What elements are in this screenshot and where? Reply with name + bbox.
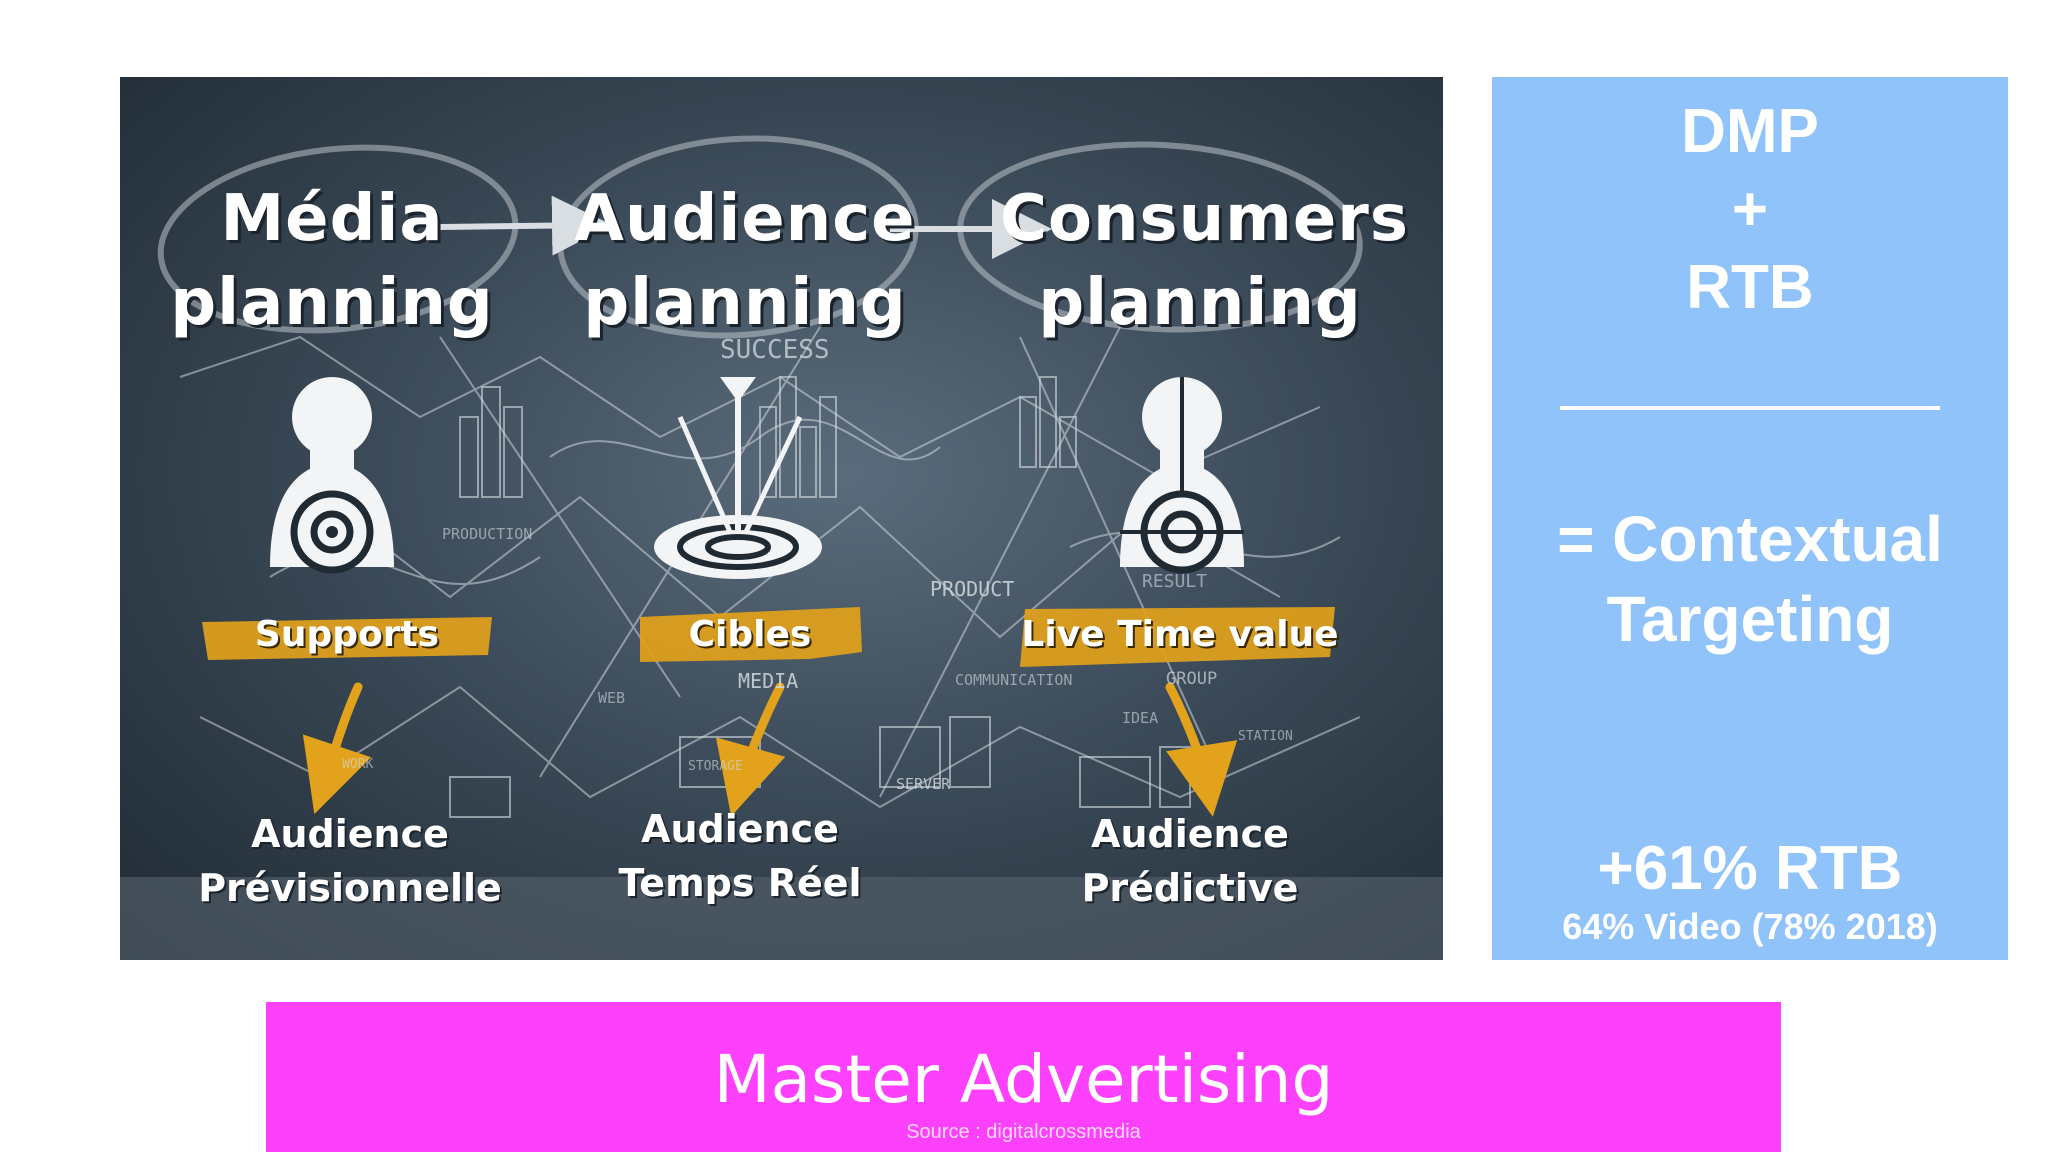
banner-source: Source : digitalcrossmedia xyxy=(906,1121,1141,1143)
dmp-rtb-panel: DMP + RTB = Contextual Targeting +61% RT… xyxy=(1492,77,2008,960)
panel-divider xyxy=(1560,406,1940,410)
sketch-word: WEB xyxy=(598,689,626,707)
panel-plus: + xyxy=(1731,175,1769,244)
sketch-word: SUCCESS xyxy=(720,335,830,365)
panel-stat-video: 64% Video (78% 2018) xyxy=(1562,906,1938,947)
stage-title-line1: Audience xyxy=(574,182,916,256)
master-advertising-banner: Master Advertising Source : digitalcross… xyxy=(266,1002,1781,1152)
result-line2: Prédictive xyxy=(1081,866,1299,910)
stage-consumers-planning: Consumers planning xyxy=(1000,177,1409,345)
sketch-word: PRODUCT xyxy=(930,577,1015,601)
sketch-word: STORAGE xyxy=(688,759,743,774)
person-target-icon xyxy=(270,377,394,567)
sketch-background xyxy=(120,135,1443,960)
stage-title-line2: planning xyxy=(170,266,494,340)
panel-dmp: DMP xyxy=(1681,97,1819,166)
tag-live-time-value: Live Time value xyxy=(1021,614,1339,655)
sketch-word: MEDIA xyxy=(738,669,799,693)
result-audience-temps-reel: Audience Temps Réel xyxy=(580,802,900,910)
stage-title-line1: Consumers xyxy=(1000,182,1409,256)
stage-title-line1: Média xyxy=(220,182,444,256)
sketch-word: COMMUNICATION xyxy=(955,671,1073,689)
panel-contextual: = Contextual xyxy=(1557,503,1943,575)
banner-title: Master Advertising xyxy=(713,1041,1334,1118)
stage-media-planning: Média planning xyxy=(162,177,502,345)
result-audience-predictive: Audience Prédictive xyxy=(1020,807,1360,915)
stage-title-line2: planning xyxy=(1038,266,1362,340)
panel-targeting: Targeting xyxy=(1606,583,1894,655)
tag-supports: Supports xyxy=(254,614,440,655)
result-line1: Audience xyxy=(641,807,839,851)
sketch-word: SERVER xyxy=(896,775,951,793)
sketch-word: WORK xyxy=(342,757,374,772)
result-line2: Prévisionnelle xyxy=(198,866,502,910)
result-line2: Temps Réel xyxy=(618,861,862,905)
stage-title-line2: planning xyxy=(583,266,907,340)
sketch-word: GROUP xyxy=(1166,669,1218,689)
stage-audience-planning: Audience planning xyxy=(560,177,930,345)
target-icon xyxy=(654,377,822,579)
strategy-illustration: SUCCESS PRODUCT MEDIA SERVER GROUP RESUL… xyxy=(120,77,1443,960)
sketch-word: STATION xyxy=(1238,729,1293,744)
sketch-word: PRODUCTION xyxy=(442,525,533,543)
tag-cibles: Cibles xyxy=(688,614,812,655)
panel-stat-rtb: +61% RTB xyxy=(1597,834,1903,903)
result-line1: Audience xyxy=(1091,812,1289,856)
sketch-word: RESULT xyxy=(1142,571,1208,592)
result-line1: Audience xyxy=(251,812,449,856)
result-audience-previsionnelle: Audience Prévisionnelle xyxy=(180,807,520,915)
sketch-word: IDEA xyxy=(1122,709,1159,727)
panel-rtb: RTB xyxy=(1686,253,1814,322)
